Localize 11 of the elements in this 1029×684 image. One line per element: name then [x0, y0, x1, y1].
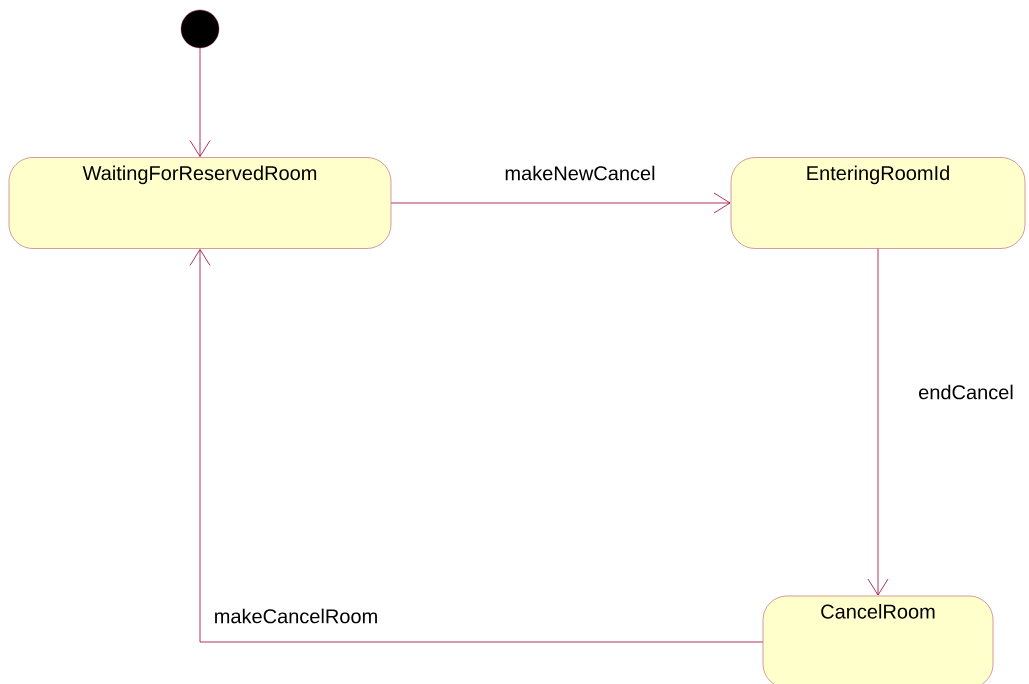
- arrow: [189, 249, 764, 643]
- edge-label: makeCancelRoom: [212, 607, 380, 625]
- state-box: WaitingForReservedRoom: [8, 157, 392, 249]
- edge-label: makeNewCancel: [503, 164, 657, 182]
- arrow: [867, 248, 889, 596]
- arrow: [390, 192, 731, 214]
- state-box: CancelRoom: [762, 595, 994, 684]
- initial-state-dot: [180, 9, 220, 49]
- arrow: [189, 47, 211, 157]
- edge-label: endCancel: [917, 383, 1015, 401]
- state-box: EnteringRoomId: [730, 157, 1026, 249]
